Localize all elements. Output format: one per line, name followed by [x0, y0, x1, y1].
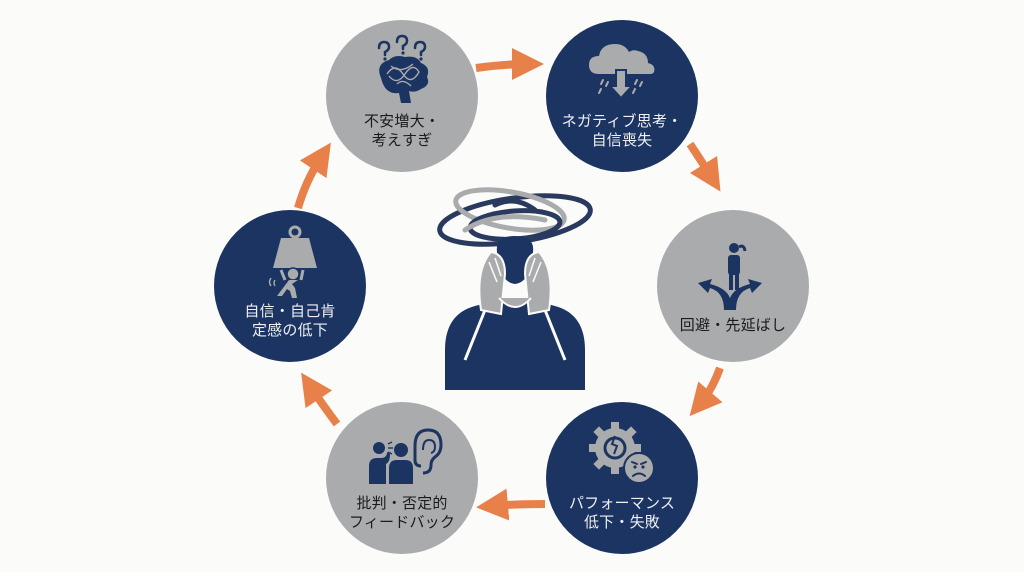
- heavy-weight-person-icon: [268, 225, 317, 298]
- node-label: パフォーマンス 低下・失敗: [568, 494, 676, 531]
- arrow-3-to-4: [689, 366, 724, 417]
- node-label: 不安増大・ 考えすぎ: [363, 112, 440, 149]
- rain-cloud-down-arrow-icon: [589, 44, 655, 100]
- cycle-node-performance-drop: パフォーマンス 低下・失敗: [546, 402, 698, 554]
- arrow-1-to-2: [475, 48, 544, 81]
- node-label: ネガティブ思考・ 自信喪失: [561, 112, 683, 149]
- arrow-2-to-3: [686, 141, 721, 192]
- arrow-5-to-6: [301, 372, 341, 427]
- arrow-4-to-5: [476, 488, 546, 521]
- crossroads-person-icon: [698, 242, 762, 310]
- cycle-node-avoidance: 回避・先延ばし: [657, 210, 809, 362]
- cycle-node-anxiety: 不安増大・ 考えすぎ: [326, 20, 478, 172]
- confused-brain-icon: [377, 34, 429, 103]
- broken-gear-angry-face-icon: [589, 422, 655, 484]
- cycle-node-low-self-esteem: 自信・自己肯 定感の低下: [214, 210, 366, 362]
- node-label: 自信・自己肯 定感の低下: [244, 302, 336, 339]
- whisper-ear-icon: [369, 428, 443, 484]
- cycle-node-criticism: 批判・否定的 フィードバック: [326, 402, 478, 554]
- node-label: 批判・否定的 フィードバック: [348, 494, 456, 531]
- stressed-person-icon: [437, 187, 593, 390]
- node-label: 回避・先延ばし: [679, 315, 787, 334]
- arrow-6-to-1: [294, 142, 331, 210]
- cycle-node-negative-thinking: ネガティブ思考・ 自信喪失: [546, 20, 698, 172]
